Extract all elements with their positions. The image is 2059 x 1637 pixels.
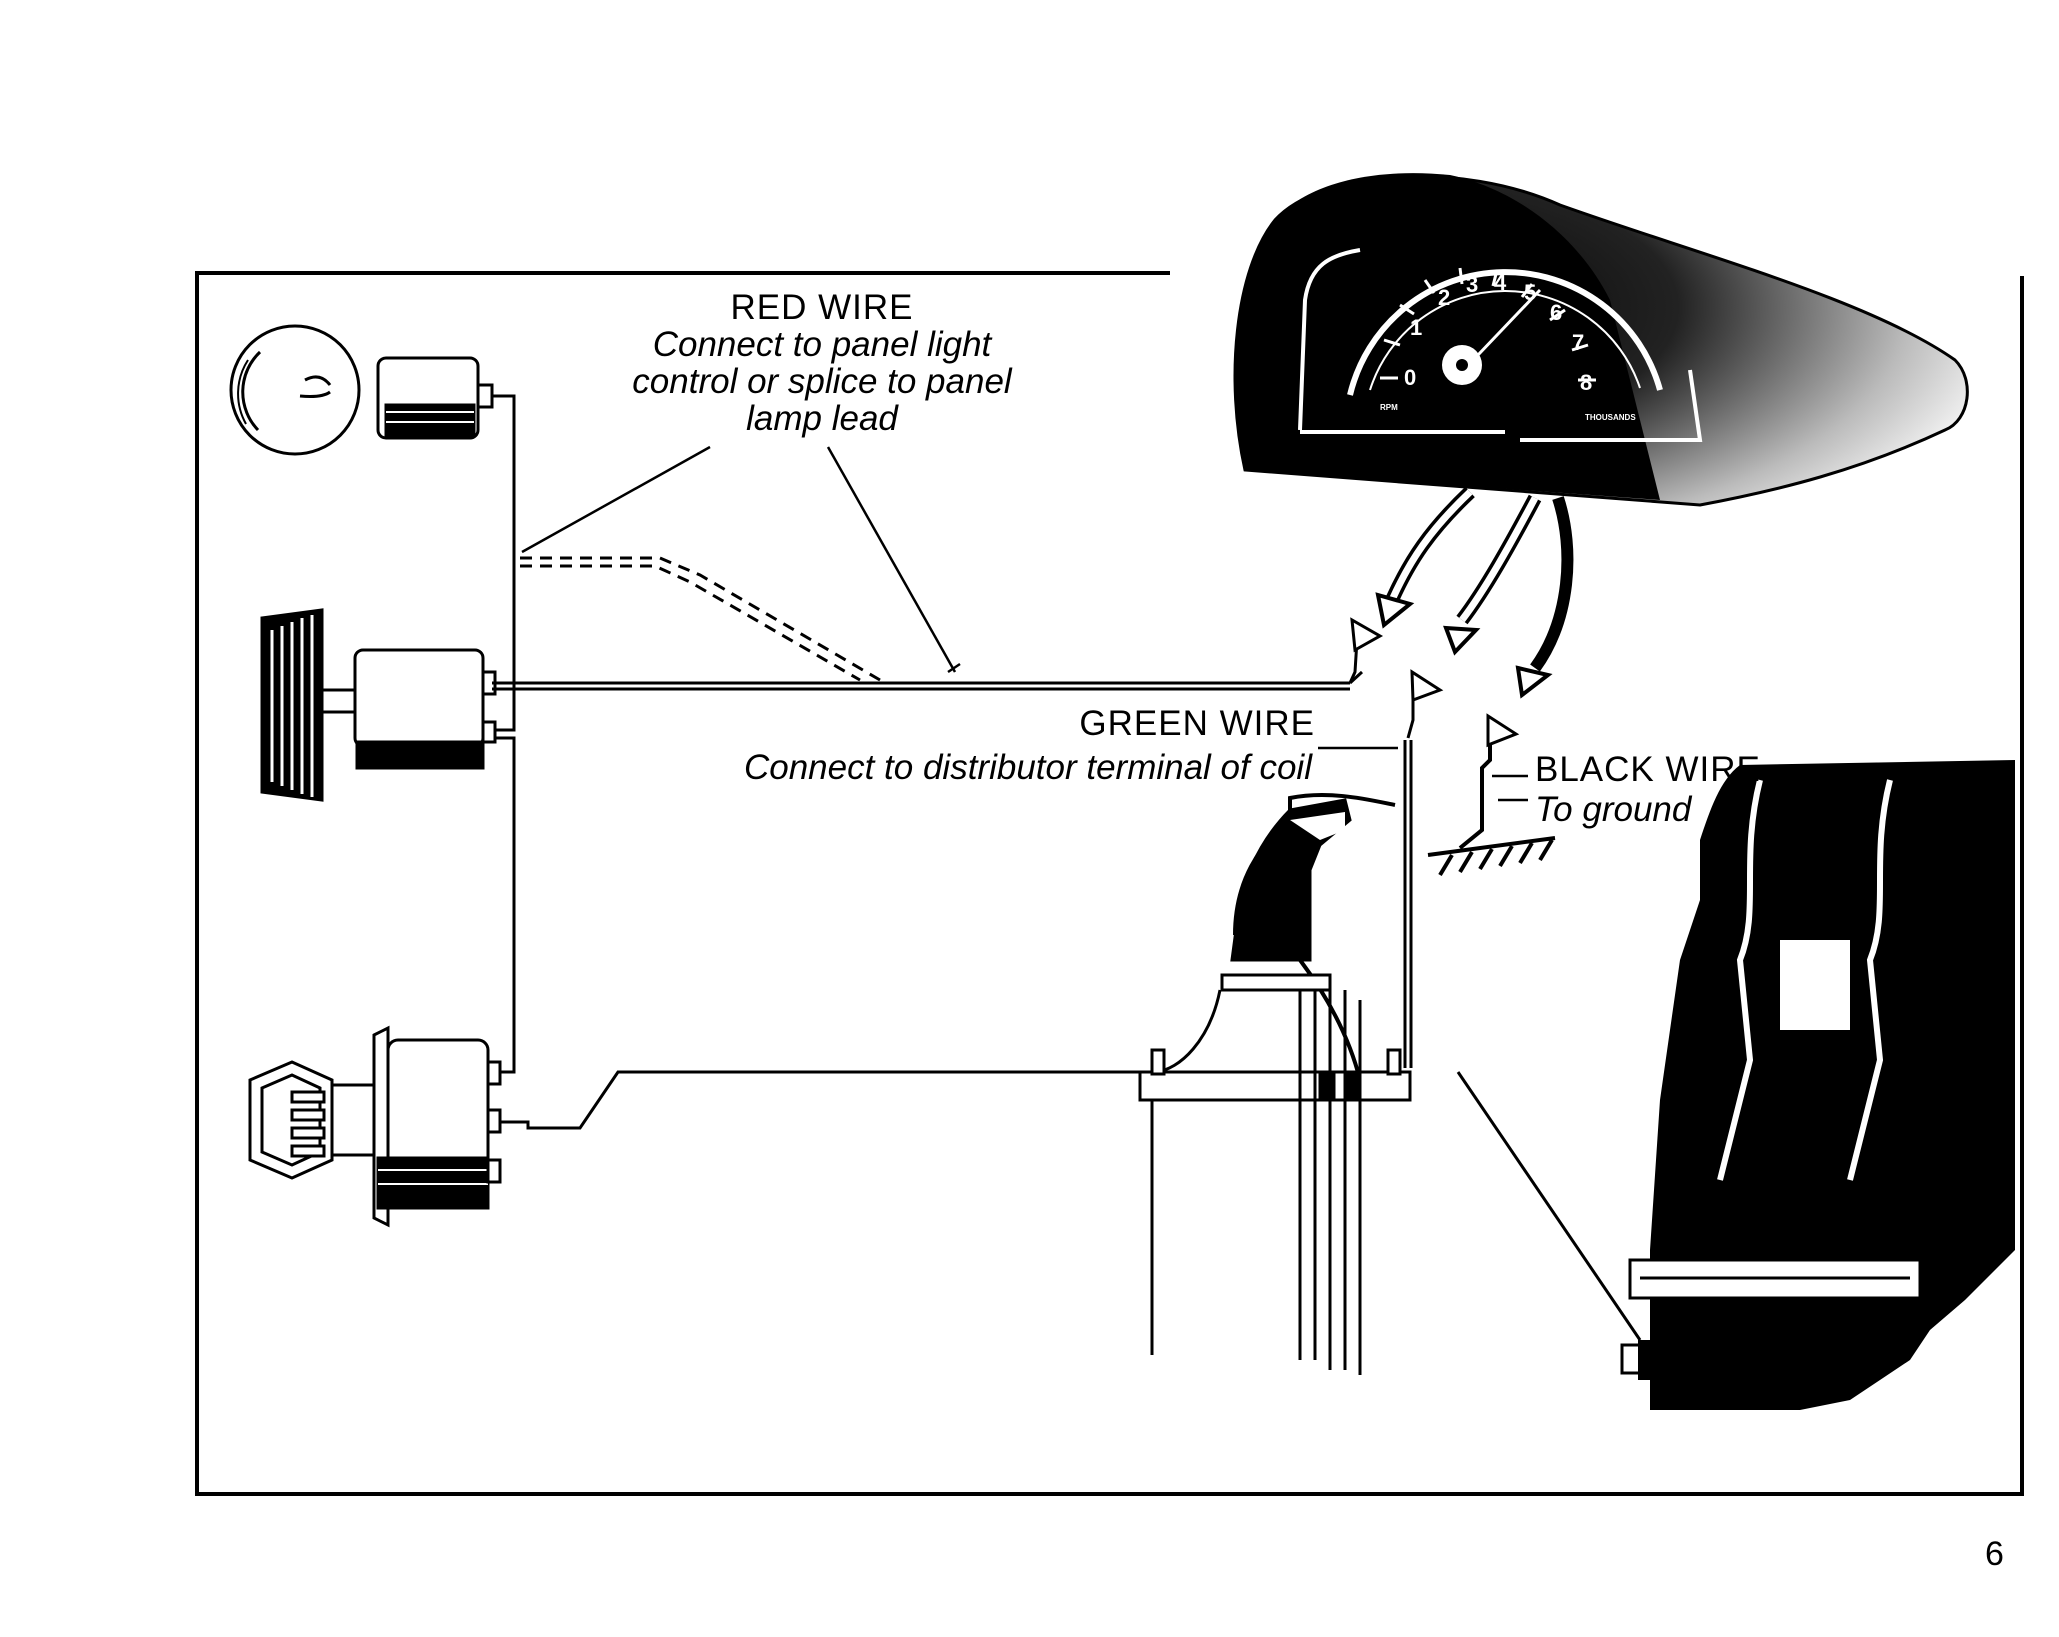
tach-dial-0: 0 bbox=[1404, 365, 1416, 390]
tach-rpm-label: RPM bbox=[1380, 403, 1398, 412]
tach-dial-1: 1 bbox=[1410, 315, 1422, 340]
tach-dial-7: 7 bbox=[1572, 330, 1584, 355]
red-wire-instruction-line-1: Connect to panel light bbox=[652, 325, 992, 364]
page-number: 6 bbox=[1985, 1535, 2004, 1573]
tach-units-label: THOUSANDS bbox=[1585, 413, 1636, 422]
lamp-circuit-wires bbox=[492, 394, 1642, 1341]
engine-block-icon bbox=[1620, 760, 2015, 1410]
green-wire-instruction: Connect to distributor terminal of coil bbox=[743, 748, 1312, 787]
tach-dial-4: 4 bbox=[1494, 270, 1507, 295]
tach-dial-2: 2 bbox=[1438, 285, 1450, 310]
panel-lamp-bulb-icon bbox=[229, 324, 494, 456]
green-wire-title: GREEN WIRE bbox=[1079, 704, 1315, 743]
black-wire-instruction: To ground bbox=[1535, 790, 1692, 829]
tach-dial-8: 8 bbox=[1580, 370, 1592, 395]
frame bbox=[195, 271, 2024, 1496]
red-wire-instruction-line-2: control or splice to panel bbox=[632, 362, 1012, 401]
tachometer-icon: 0 1 2 3 4 5 6 7 8 RPM THOUSANDS bbox=[1233, 173, 1969, 507]
leader-lines bbox=[521, 445, 1528, 802]
tach-dial-3: 3 bbox=[1466, 272, 1478, 297]
panel-light-control-icon bbox=[260, 608, 497, 802]
red-wire-title: RED WIRE bbox=[730, 288, 914, 327]
black-wire-title: BLACK WIRE bbox=[1535, 750, 1761, 789]
connector-plug-icon bbox=[248, 1025, 502, 1228]
wire-terminals bbox=[1348, 617, 1520, 748]
green-wire bbox=[1403, 740, 1413, 1068]
ignition-coil-icon bbox=[1138, 793, 1412, 1375]
tach-wire-arrows bbox=[1375, 486, 1574, 699]
red-wire-instruction-line-3: lamp lead bbox=[746, 399, 898, 438]
tach-dial-5: 5 bbox=[1524, 280, 1536, 305]
red-wire-alternate-path bbox=[520, 556, 881, 682]
tach-dial-6: 6 bbox=[1550, 300, 1562, 325]
black-wire-ground bbox=[1427, 745, 1556, 877]
